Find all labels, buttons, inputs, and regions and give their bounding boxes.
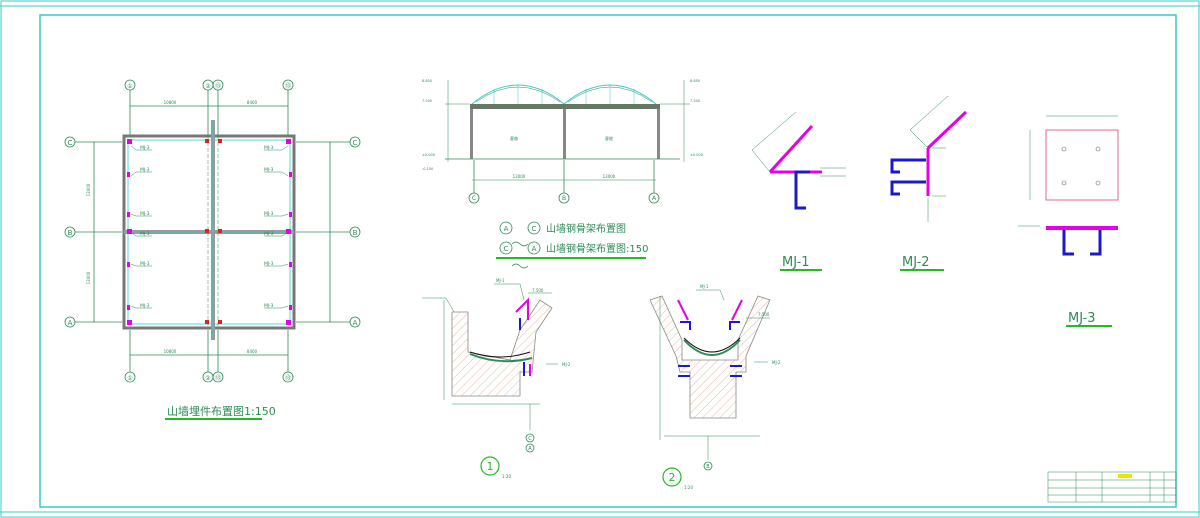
plan-mj-label: MJ-3 <box>140 303 150 309</box>
plan-axis-right-b: B <box>353 229 358 237</box>
plan-axis-left-a: A <box>68 319 73 327</box>
section-dim: 13000 <box>513 174 526 179</box>
plan-mj-label: MJ-3 <box>264 303 274 309</box>
section-title-axis-c2: C <box>504 245 509 253</box>
plan-axis-right-a: A <box>353 319 358 327</box>
plan-mj-label: MJ-3 <box>140 261 150 267</box>
plan-axis-bottom-4: ⑬ <box>285 374 291 382</box>
mj2-detail: MJ-2 <box>890 95 968 271</box>
section-elev-left: ±0.000 <box>422 153 435 157</box>
node-1-detail: MJ-1 MJ-2 7.500 C A 1 1:20 <box>422 278 571 479</box>
section-elev-left: 7.500 <box>422 99 432 103</box>
plan-mj-label: MJ-3 <box>264 261 274 267</box>
node-2-detail: MJ-1 MJ-2 7.500 B 2 1:20 <box>649 284 781 490</box>
plan-mj-label: MJ-3 <box>140 167 150 173</box>
embed-plan: ① ② ⑬ ⑬ ① ② ⑬ ⑬ C B A C B A 10800 8400 1… <box>64 79 361 420</box>
plan-dim-top-2: 8400 <box>247 100 258 105</box>
plan-dim-side-1: 13000 <box>86 183 91 196</box>
node2-axis-b: B <box>706 464 710 470</box>
section-title-1: 山墙钢骨架布置图 <box>546 222 626 235</box>
node1-callout2: MJ-2 <box>562 362 571 367</box>
node2-scale: 1:20 <box>684 485 693 490</box>
section-elev-right: 8.850 <box>690 79 700 83</box>
section-axis-a: A <box>652 195 657 202</box>
plan-axis-bottom-2: ② <box>205 375 211 382</box>
plan-axis-bottom-1: ① <box>127 375 132 382</box>
plan-mj-label: MJ-3 <box>264 145 274 151</box>
node2-elev: 7.500 <box>758 312 770 317</box>
plan-mj-label: MJ-3 <box>140 211 150 217</box>
mj1-label: MJ-1 <box>782 255 810 270</box>
node1-axis-a: A <box>528 446 532 452</box>
section-elev-right: 7.500 <box>690 99 700 103</box>
section-room-label: 客舱 <box>510 135 518 141</box>
section-title-axis-a2: A <box>532 245 537 253</box>
section-title-axis-a: A <box>504 225 509 233</box>
section-beam <box>470 104 660 109</box>
section-title-2: 山墙钢骨架布置图:150 <box>546 242 648 255</box>
frame-section: C B A 13000 13000 客舱 客舱 8.850 7.500 ±0.0… <box>422 79 703 269</box>
mj2-label: MJ-2 <box>902 255 930 270</box>
section-title-axis-c: C <box>532 225 537 233</box>
plan-dim-bottom-1: 10800 <box>164 349 177 354</box>
plan-axis-top-2: ② <box>205 83 211 90</box>
plan-axis-top-1: ① <box>127 83 132 90</box>
plan-mj-label: MJ-3 <box>264 211 274 217</box>
section-elev-left: -0.150 <box>422 167 433 171</box>
node1-number: 1 <box>487 460 494 473</box>
plan-mj-label: MJ-3 <box>264 167 274 173</box>
section-dim: 13000 <box>603 174 616 179</box>
section-axis-b: B <box>562 195 566 202</box>
node1-callout: MJ-1 <box>496 278 505 283</box>
section-elev-left: 8.850 <box>422 79 432 83</box>
mj3-detail: MJ-3 <box>1018 115 1119 327</box>
section-room-label: 客舱 <box>605 135 613 141</box>
node1-elev: 7.500 <box>532 288 544 293</box>
plan-mj-label: MJ-3 <box>140 231 150 237</box>
drawing-frame <box>39 14 1177 508</box>
mj3-label: MJ-3 <box>1068 311 1096 326</box>
node1-axis-c: C <box>528 436 532 442</box>
plan-axis-top-4: ⑬ <box>285 82 291 90</box>
plan-title: 山墙埋件布置图1:150 <box>167 404 276 418</box>
section-axis-c: C <box>472 195 476 202</box>
plan-axis-left-b: B <box>68 229 73 237</box>
section-elev-right: ±0.000 <box>690 153 703 157</box>
plan-axis-top-3: ⑬ <box>215 82 221 90</box>
node2-callout2: MJ-2 <box>772 360 781 365</box>
node2-callout: MJ-1 <box>700 284 709 289</box>
plan-mj-label: MJ-3 <box>264 231 274 237</box>
title-block <box>1047 471 1177 503</box>
plan-dim-bottom-2: 8400 <box>247 349 258 354</box>
plan-dim-top-1: 10800 <box>164 100 177 105</box>
plan-mj-label: MJ-3 <box>140 145 150 151</box>
plan-axis-left-c: C <box>68 139 73 147</box>
plan-axis-right-c: C <box>353 139 358 147</box>
plan-dim-side-2: 13000 <box>86 271 91 284</box>
node1-scale: 1:20 <box>502 474 511 479</box>
plan-axis-bottom-3: ⑬ <box>215 374 221 382</box>
mj1-detail: MJ-1 <box>751 111 846 271</box>
node2-number: 2 <box>669 471 676 484</box>
